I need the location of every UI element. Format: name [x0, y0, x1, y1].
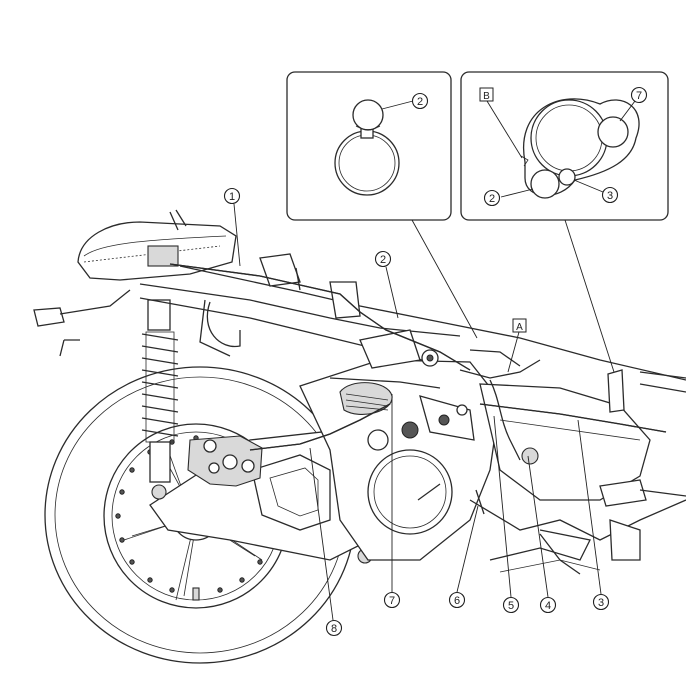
front-section — [469, 369, 686, 575]
seat-and-rear-fender — [33, 209, 237, 357]
inset-left-callout-2: 2 — [381, 92, 429, 110]
svg-text:2: 2 — [417, 96, 423, 108]
inset-left-leader — [411, 219, 478, 339]
callout-4: 4 — [527, 455, 557, 614]
callout-7-main: 7 — [383, 394, 401, 609]
svg-text:7: 7 — [389, 595, 395, 607]
inset-right-leader — [564, 219, 615, 373]
svg-text:2: 2 — [489, 193, 495, 205]
box-label-a: A — [507, 318, 527, 373]
inset-right-callout-7: 7 — [619, 86, 648, 122]
svg-text:B: B — [483, 91, 490, 102]
svg-text:A: A — [516, 322, 523, 333]
svg-text:2: 2 — [380, 254, 386, 266]
callout-3-main: 3 — [577, 419, 610, 611]
svg-text:6: 6 — [454, 595, 460, 607]
svg-text:7: 7 — [636, 90, 642, 102]
inset-right-callout-3: 3 — [573, 179, 619, 204]
callout-1: 1 — [223, 187, 241, 267]
inset-right-callout-2: 2 — [483, 188, 534, 207]
inset-left-panel — [286, 71, 452, 221]
brake-caliper — [187, 435, 263, 487]
rear-shock-absorber — [141, 299, 179, 500]
callout-8: 8 — [309, 447, 343, 637]
svg-text:3: 3 — [607, 190, 613, 202]
box-label-b: B — [479, 87, 523, 159]
callout-2-main: 2 — [374, 250, 399, 319]
svg-text:1: 1 — [229, 191, 235, 203]
callout-5: 5 — [493, 415, 520, 614]
inset-right-panel — [460, 71, 669, 221]
svg-text:8: 8 — [331, 623, 337, 635]
wire-harness-main — [169, 263, 667, 461]
callout-6: 6 — [448, 505, 479, 609]
svg-text:3: 3 — [598, 597, 604, 609]
svg-text:5: 5 — [508, 600, 514, 612]
svg-text:4: 4 — [545, 600, 551, 612]
